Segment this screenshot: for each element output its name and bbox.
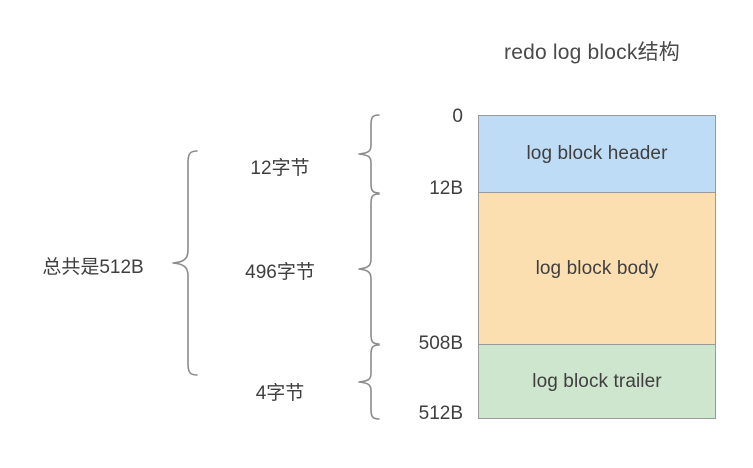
total-size-brace: [172, 150, 198, 376]
offset-label-508b: 508B: [418, 333, 463, 354]
block-column: log block header log block body log bloc…: [478, 115, 716, 419]
trailer-size-brace: [358, 344, 380, 420]
header-size-caption: 12字节: [250, 158, 310, 179]
offset-label-512b: 512B: [418, 403, 463, 424]
diagram-title: redo log block结构: [504, 41, 680, 64]
total-size-label: 总共是512B: [42, 257, 144, 278]
trailer-size-caption: 4字节: [255, 383, 305, 404]
body-size-caption: 496字节: [245, 262, 315, 283]
block-body-label: log block body: [535, 257, 659, 279]
block-header-label: log block header: [526, 143, 668, 164]
block-log-block-body: log block body: [478, 192, 716, 345]
block-log-block-header: log block header: [478, 115, 716, 193]
offset-label-0: 0: [452, 106, 463, 127]
body-size-brace: [358, 193, 380, 345]
offset-label-12b: 12B: [429, 178, 463, 199]
block-log-block-trailer: log block trailer: [478, 344, 716, 419]
header-size-brace: [358, 114, 380, 194]
block-trailer-label: log block trailer: [532, 370, 662, 392]
